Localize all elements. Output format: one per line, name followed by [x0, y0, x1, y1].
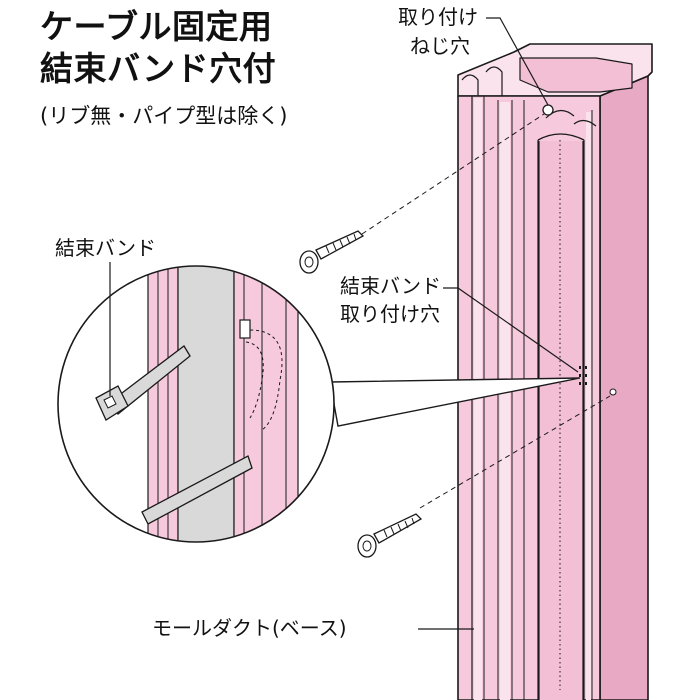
screw-icon [357, 513, 423, 558]
leader-lines [109, 17, 579, 630]
screw-mount-hole [542, 104, 554, 116]
duct-center-groove [537, 133, 585, 141]
title-line2: 結束バンド穴付 [40, 49, 277, 88]
label-screw-hole-line1: 取り付け [398, 5, 478, 29]
label-cable-tie: 結束バンド [55, 236, 156, 260]
mold-duct-base [457, 43, 653, 700]
detail-magnifier [57, 265, 335, 543]
title-note: (リブ無・パイプ型は除く) [40, 104, 288, 128]
label-tie-hole-line1: 結束バンド [340, 274, 441, 298]
label-tie-hole-line2: 取り付け穴 [340, 302, 440, 326]
duct-top-inner [519, 57, 633, 93]
tie-mount-holes [579, 366, 587, 385]
duct-side-face [599, 75, 649, 700]
guide-lines [361, 113, 611, 509]
screw-mount-hole-lower [609, 388, 617, 396]
title-line1: ケーブル固定用 [40, 7, 273, 46]
label-duct-base: モールダクト(ベース) [152, 616, 347, 640]
screw-icon [299, 230, 365, 274]
label-screw-hole-line2: ねじ穴 [410, 34, 470, 58]
cable-tie-icon [95, 345, 253, 525]
